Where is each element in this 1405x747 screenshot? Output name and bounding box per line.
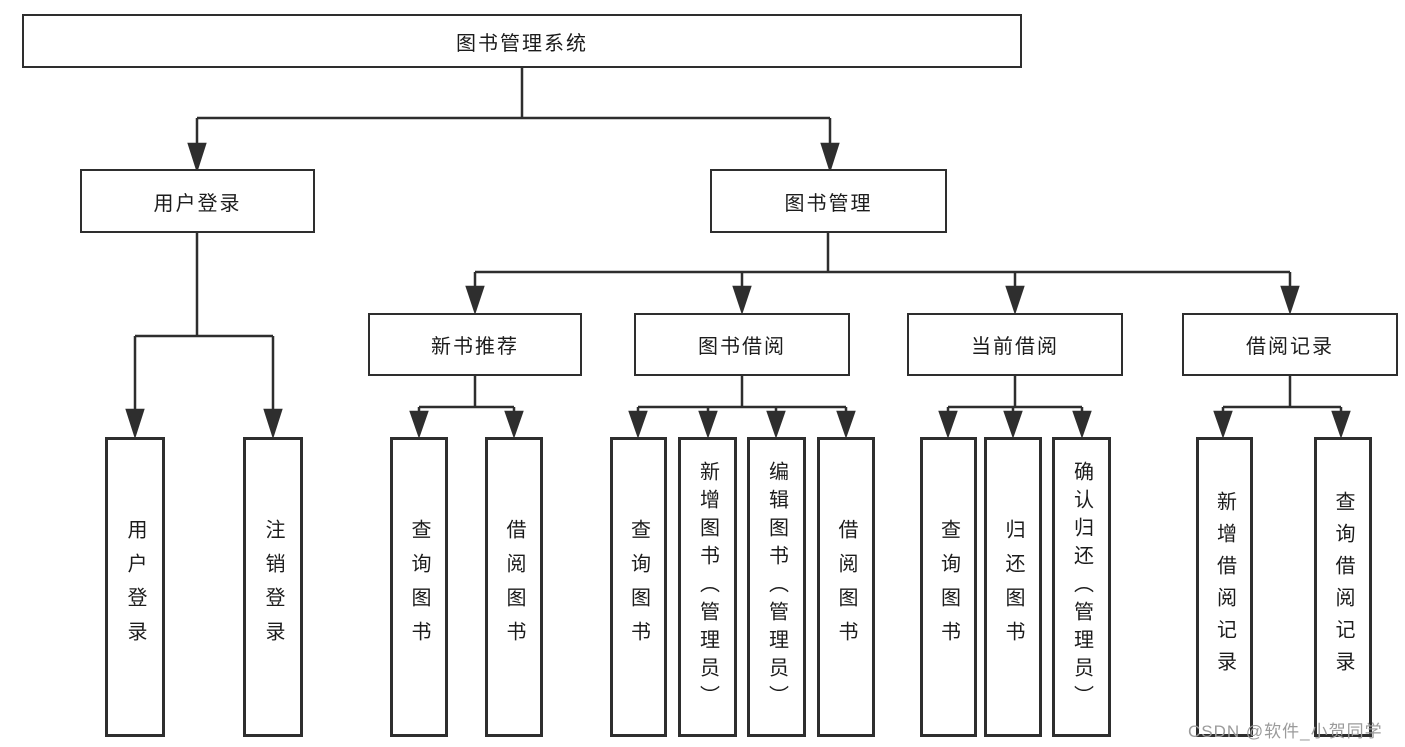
leaf-query-books-recommend: 查询图书 bbox=[390, 437, 448, 737]
connector-userlogin-to-leaves bbox=[125, 233, 283, 440]
node-label: 借阅图书 bbox=[503, 519, 525, 655]
node-label: 图书借阅 bbox=[698, 336, 786, 358]
node-label: 确认归还（管理员） bbox=[1070, 461, 1093, 713]
node-label: 新增借阅记录 bbox=[1213, 491, 1236, 683]
leaf-edit-books-admin: 编辑图书（管理员） bbox=[747, 437, 806, 737]
node-book-management-branch: 图书管理 bbox=[710, 169, 947, 233]
node-label: 注销登录 bbox=[262, 519, 284, 655]
node-book-borrowing: 图书借阅 bbox=[634, 313, 850, 376]
leaf-query-books-current: 查询图书 bbox=[920, 437, 977, 737]
node-label: 新书推荐 bbox=[431, 336, 519, 358]
leaf-confirm-return-admin: 确认归还（管理员） bbox=[1052, 437, 1111, 737]
connector-root-to-level2 bbox=[187, 68, 840, 174]
node-label: 借阅记录 bbox=[1246, 336, 1334, 358]
node-label: 编辑图书（管理员） bbox=[765, 461, 788, 713]
node-user-login-branch: 用户登录 bbox=[80, 169, 315, 233]
node-label: 查询图书 bbox=[937, 519, 960, 655]
node-label: 图书管理 bbox=[784, 192, 873, 215]
connector-bookmgmt-to-level3 bbox=[465, 233, 1300, 315]
node-label: 当前借阅 bbox=[971, 336, 1059, 358]
node-borrowing-records: 借阅记录 bbox=[1182, 313, 1398, 376]
node-label: 用户登录 bbox=[153, 192, 242, 215]
node-label: 图书管理系统 bbox=[456, 32, 588, 55]
connector-borrowing-to-leaves bbox=[628, 376, 856, 439]
connector-newbooks-to-leaves bbox=[409, 376, 524, 439]
leaf-user-login: 用户登录 bbox=[105, 437, 165, 737]
node-label: 用户登录 bbox=[124, 519, 146, 655]
leaf-borrow-books-recommend: 借阅图书 bbox=[485, 437, 543, 737]
leaf-query-books-borrowing: 查询图书 bbox=[610, 437, 667, 737]
leaf-borrow-books: 借阅图书 bbox=[817, 437, 875, 737]
node-label: 查询借阅记录 bbox=[1332, 491, 1354, 683]
node-new-book-recommend: 新书推荐 bbox=[368, 313, 582, 376]
connector-current-to-leaves bbox=[938, 376, 1092, 439]
connector-records-to-leaves bbox=[1213, 376, 1351, 439]
node-label: 新增图书（管理员） bbox=[696, 461, 719, 713]
node-current-borrowing: 当前借阅 bbox=[907, 313, 1123, 376]
leaf-query-borrow-record: 查询借阅记录 bbox=[1314, 437, 1372, 737]
node-label: 归还图书 bbox=[1002, 519, 1024, 655]
node-label: 查询图书 bbox=[627, 519, 650, 655]
node-label: 借阅图书 bbox=[835, 519, 857, 655]
node-label: 查询图书 bbox=[408, 519, 430, 655]
leaf-return-books: 归还图书 bbox=[984, 437, 1042, 737]
leaf-add-borrow-record: 新增借阅记录 bbox=[1196, 437, 1253, 737]
leaf-logout: 注销登录 bbox=[243, 437, 303, 737]
node-root-system: 图书管理系统 bbox=[22, 14, 1022, 68]
leaf-add-books-admin: 新增图书（管理员） bbox=[678, 437, 737, 737]
csdn-watermark: CSDN @软件_小贺同学 bbox=[1188, 722, 1383, 741]
